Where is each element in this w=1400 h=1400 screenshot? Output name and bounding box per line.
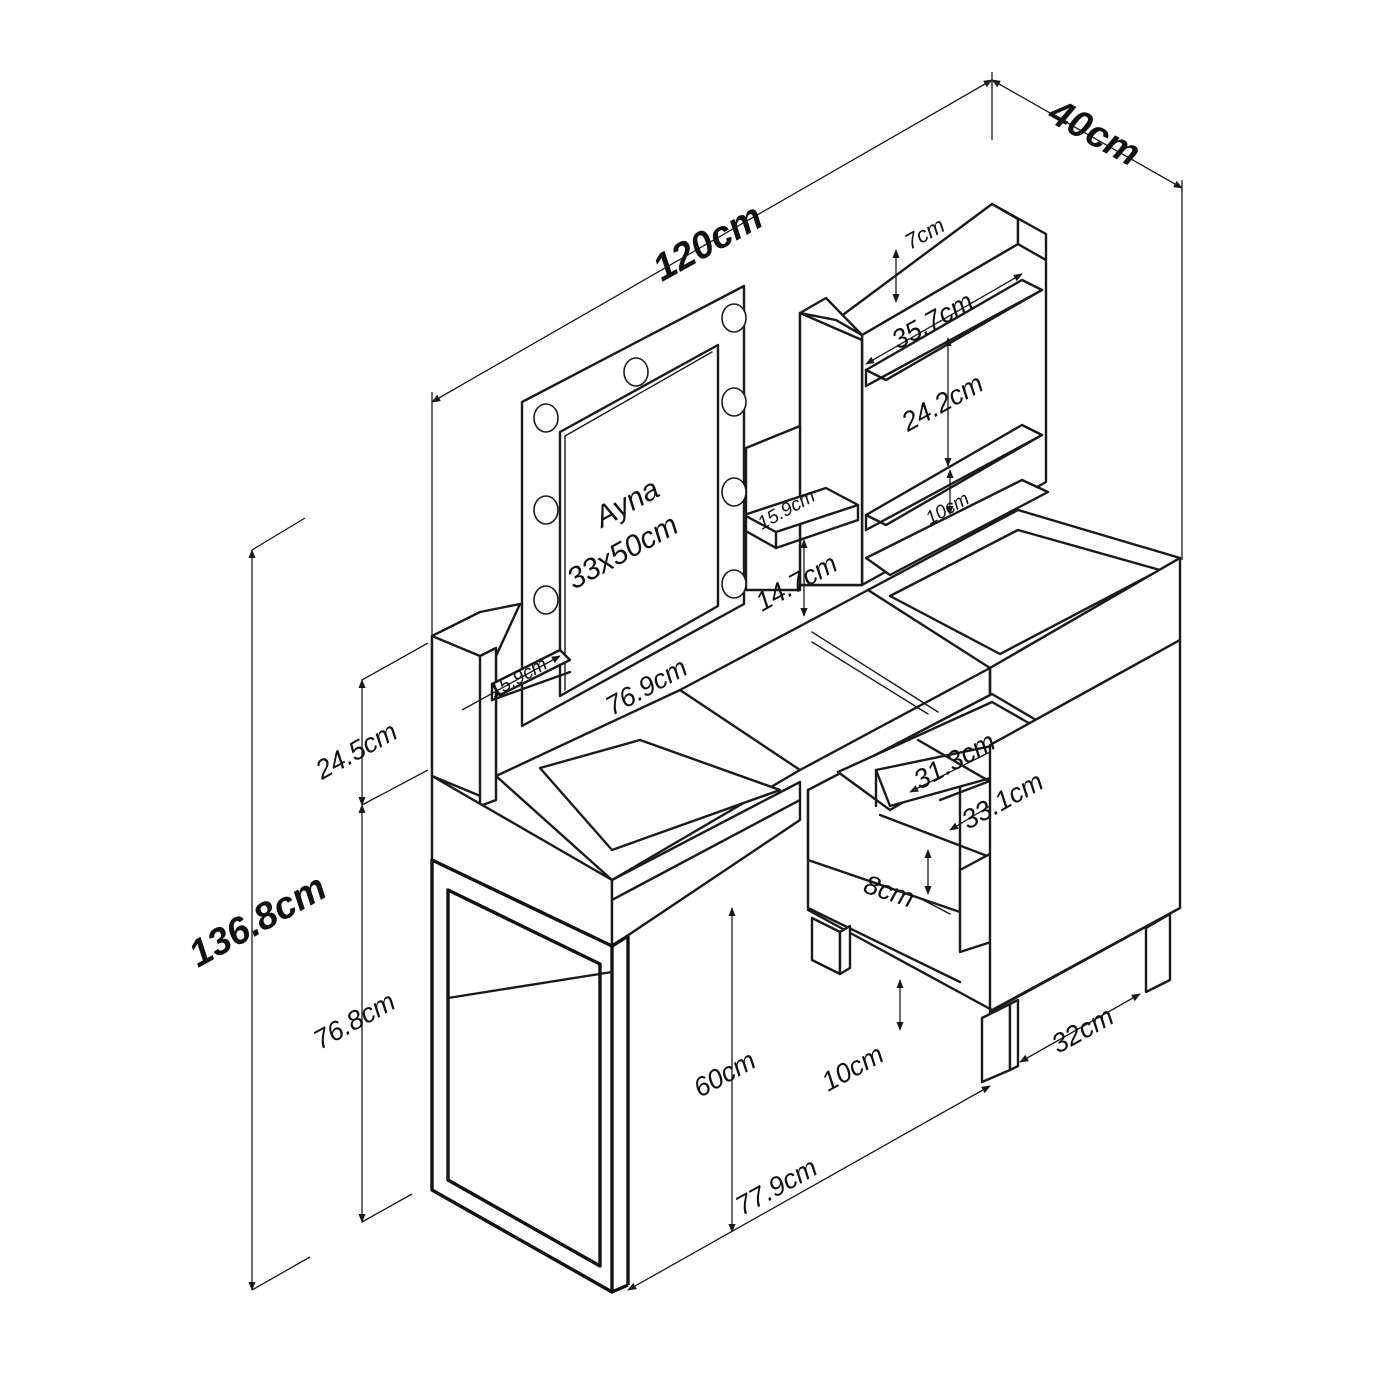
leg-height-label: 10cm [816,1039,888,1097]
right-drawer-top [866,508,1182,747]
desk-top [430,588,992,948]
left-top-unit [430,602,572,808]
top-unit-height-label: 24.5cm [309,716,402,786]
mirror [520,284,747,728]
overall-dimension-lines [248,72,1183,1291]
mirror-bulbs [533,303,747,615]
knee-height-label: 60cm [688,1045,760,1103]
small-shelf-right [742,424,860,617]
leg-depth-label: 32cm [1046,1001,1118,1059]
lower-dimension-lines [627,907,1141,1291]
total-height-label: 136.8cm [182,866,334,975]
right-cabinet-base [806,638,1182,1084]
metal-frame [430,858,630,1294]
total-width-label: 120cm [646,196,770,290]
base-width-label: 77.9cm [730,1152,822,1221]
table-height-label: 76.8cm [308,986,400,1055]
cabinet-dimension-lines [865,249,1023,515]
depth-label: 40cm [1041,91,1147,175]
